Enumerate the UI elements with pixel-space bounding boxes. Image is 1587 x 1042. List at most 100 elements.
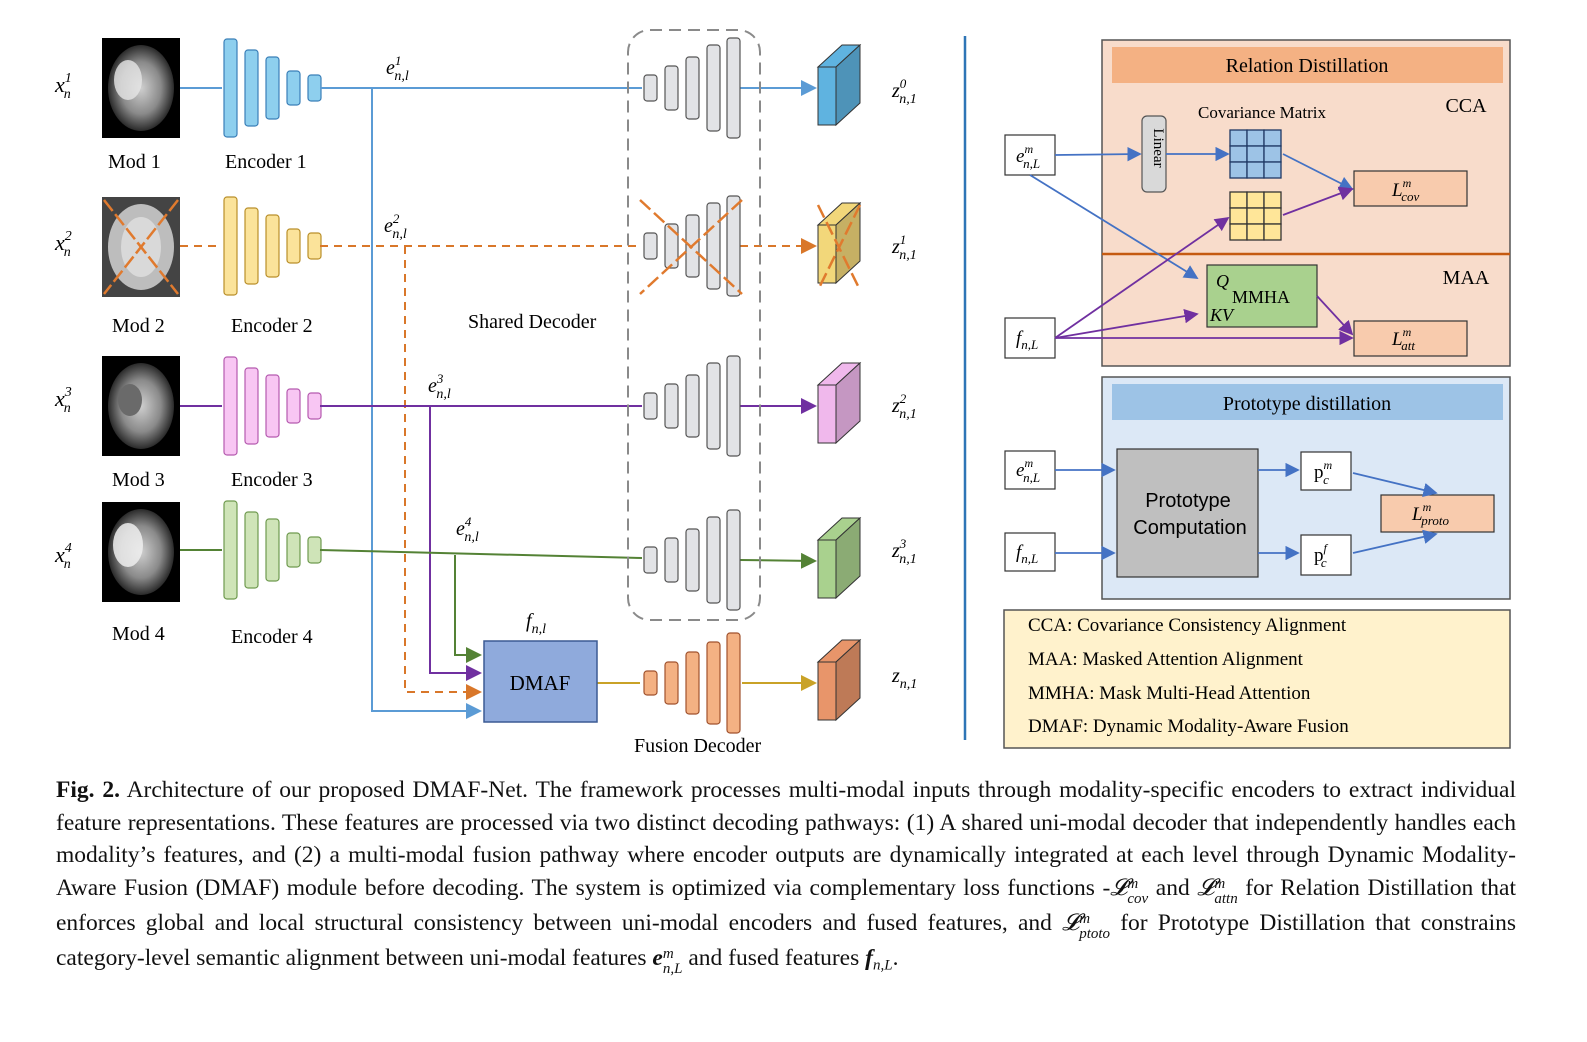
decoder-1-block	[706, 44, 721, 132]
output-cube-2-side	[835, 201, 861, 285]
matrix-cell	[1229, 223, 1248, 241]
matrix-cell	[1263, 161, 1282, 179]
matrix-cell	[1246, 207, 1265, 225]
encoder-2-block	[223, 196, 238, 296]
proto-f-label: fn,L	[1016, 542, 1038, 566]
caption-text-4: for Prototype Distillation that constrai…	[56, 909, 1517, 971]
mod-label-3: Mod 3	[112, 469, 165, 491]
decoder-1-block	[685, 56, 700, 120]
mod-label-4: Mod 4	[112, 623, 165, 645]
matrix-cell	[1263, 145, 1282, 163]
decoder-1-block	[643, 74, 658, 102]
encoder-3-block	[265, 374, 280, 438]
prototype-pf-box	[1300, 534, 1352, 576]
decoder-3-block	[706, 362, 721, 450]
relation-e-input	[1004, 134, 1056, 176]
loss-cov-symbol: 𝓛	[1110, 874, 1128, 901]
encoder-label-2: Encoder 2	[231, 315, 313, 337]
covariance-matrix-unimodal	[1229, 129, 1282, 179]
mod-label-1: Mod 1	[108, 151, 161, 173]
caption-e-symbol: e	[652, 945, 663, 971]
shared-decoders	[643, 37, 741, 611]
mmha-block	[1206, 264, 1318, 328]
fusion-decoder-block	[706, 641, 721, 725]
encoder-3-block	[307, 392, 322, 420]
relation-f-label: fn,L	[1016, 328, 1038, 352]
fusion-decoder-block	[664, 661, 679, 705]
encoder-4-block	[244, 511, 259, 589]
matrix-cell	[1263, 191, 1282, 209]
matrix-cell	[1246, 145, 1265, 163]
legend-maa: MAA: Masked Attention Alignment	[1028, 649, 1304, 670]
decoder-4-block	[664, 537, 679, 583]
matrix-cell	[1246, 191, 1265, 209]
output-cube-1-side	[835, 43, 861, 127]
relation-title: Relation Distillation	[1226, 55, 1389, 77]
matrix-cell	[1246, 161, 1265, 179]
decoder-1-block	[726, 37, 741, 139]
fusion-decoder-block	[726, 632, 741, 734]
prototype-title-bar	[1112, 384, 1503, 420]
legend-dmaf: DMAF: Dynamic Modality-Aware Fusion	[1028, 716, 1349, 737]
mmha-q-label: Q	[1216, 271, 1229, 291]
encoder-4-block	[223, 500, 238, 600]
encoder-label-3: Encoder 3	[231, 469, 313, 491]
prototype-pm-box	[1300, 451, 1352, 491]
encoder-label-4: Encoder 4	[231, 626, 313, 648]
matrix-cell	[1229, 161, 1248, 179]
maa-tag: MAA	[1443, 267, 1490, 289]
encoders	[223, 38, 322, 600]
mmha-label: MMHA	[1232, 287, 1290, 307]
decoder-3-block	[643, 392, 658, 420]
output-cube-5-side	[835, 638, 861, 722]
cca-tag: CCA	[1445, 95, 1487, 117]
loss-att-box	[1353, 320, 1468, 357]
encoder-3-block	[286, 388, 301, 424]
loss-attn-symbol: 𝓛	[1197, 874, 1215, 901]
mmha-kv-label: KV	[1209, 305, 1235, 325]
legend-mmha: MMHA: Mask Multi-Head Attention	[1028, 683, 1311, 704]
covariance-matrix-fused	[1229, 191, 1282, 241]
matrix-cell	[1263, 129, 1282, 147]
output-cube-1-front	[817, 66, 837, 126]
caption-text-6: .	[892, 945, 899, 971]
covariance-matrix-label: Covariance Matrix	[1198, 103, 1326, 122]
linear-label: Linear	[1150, 128, 1166, 167]
decoder-3-block	[664, 383, 679, 429]
decoder-2-block	[706, 202, 721, 290]
relation-arrows	[1029, 146, 1354, 346]
decoder-4-block	[685, 528, 700, 592]
output-volumes	[816, 43, 862, 722]
loss-cov-box	[1353, 170, 1468, 207]
encoder-1-block	[307, 74, 322, 102]
decoder-2-block	[643, 232, 658, 260]
encoder-4-block	[307, 536, 322, 564]
caption-text-5: and fused features	[682, 945, 866, 971]
fusion-decoder-block	[685, 651, 700, 715]
abbreviation-legend	[1003, 609, 1511, 749]
prototype-box-line2: Computation	[1133, 517, 1246, 539]
mod3-path	[180, 398, 817, 681]
encoder-label-1: Encoder 1	[225, 151, 307, 173]
